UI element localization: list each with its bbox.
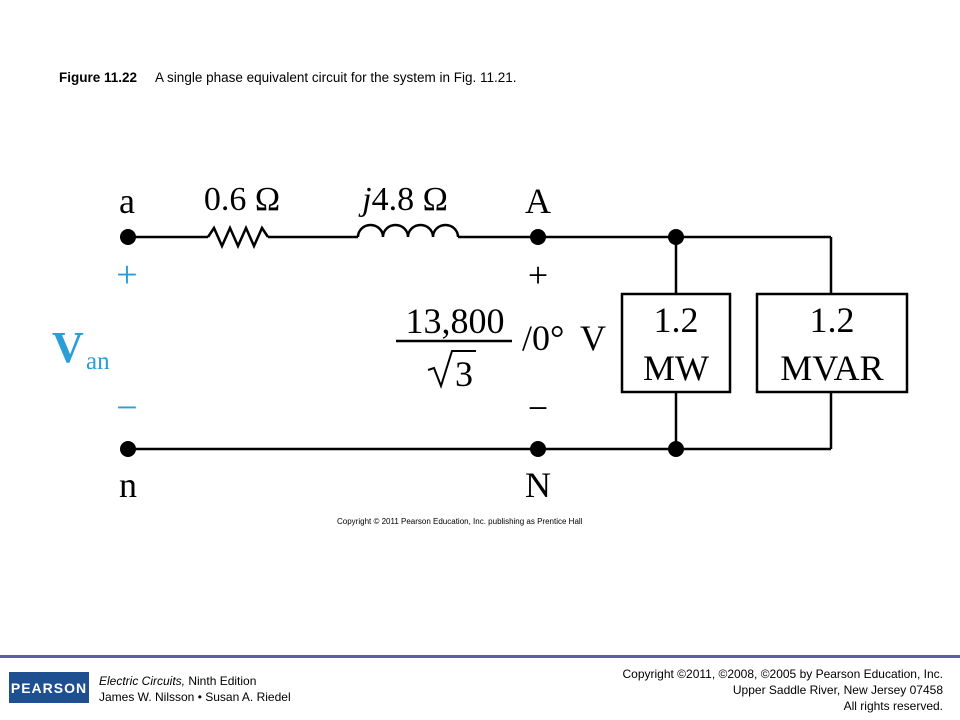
pearson-logo: PEARSON [9,672,89,703]
inductor-label-value: 4.8 Ω [372,181,448,218]
source-labels: + − V an [52,254,138,429]
load1-unit: MW [643,348,709,388]
figure-caption: Figure 11.22 A single phase equivalent ci… [59,70,517,85]
figure-caption-text: A single phase equivalent circuit for th… [155,70,517,85]
source-voltage-subscript: an [86,348,110,375]
source-plus-sign: + [116,254,137,296]
voltage-unit: V [580,318,606,358]
figure-number: Figure 11.22 [59,70,138,85]
node-A-label: A [525,181,551,221]
source-minus-sign: − [116,387,137,429]
node-N-label: N [525,465,551,505]
voltage-angle: /0° [522,318,564,358]
load-plus-sign: + [528,255,548,295]
book-info: Electric Circuits, Ninth Edition James W… [99,673,291,705]
book-authors: James W. Nilsson • Susan A. Riedel [99,690,291,704]
inductor-label-j: j [358,181,371,218]
load2-unit: MVAR [780,348,883,388]
book-title: Electric Circuits, [99,674,186,688]
copyright-line-1: Copyright ©2011, ©2008, ©2005 by Pearson… [622,667,943,681]
node-a-label: a [119,181,135,221]
node-a-dot [120,229,136,245]
junction-top-dot [668,229,684,245]
load1-value: 1.2 [654,300,699,340]
node-n-dot [120,441,136,457]
source-voltage-symbol: V [52,323,84,372]
copyright-line-2: Upper Saddle River, New Jersey 07458 [732,683,943,697]
node-n-label: n [119,465,137,505]
footer-copyright: Copyright ©2011, ©2008, ©2005 by Pearson… [622,666,943,714]
junction-bottom-dot [668,441,684,457]
diagram-copyright: Copyright © 2011 Pearson Education, Inc.… [337,517,583,526]
footer-divider [0,655,960,658]
load2-value: 1.2 [810,300,855,340]
inductor-label: j4.8 Ω [358,181,448,218]
load-minus-sign: − [528,388,548,428]
voltage-denominator: 3 [455,354,473,394]
book-edition: Ninth Edition [185,674,257,688]
book-title-line: Electric Circuits, Ninth Edition [99,673,291,689]
node-A-dot [530,229,546,245]
node-N-dot [530,441,546,457]
sqrt-sign [427,350,476,390]
resistor-label: 0.6 Ω [204,181,280,218]
inductor [356,223,460,238]
copyright-line-3: All rights reserved. [843,699,943,713]
voltage-numerator: 13,800 [406,301,505,341]
resistor [206,224,270,250]
